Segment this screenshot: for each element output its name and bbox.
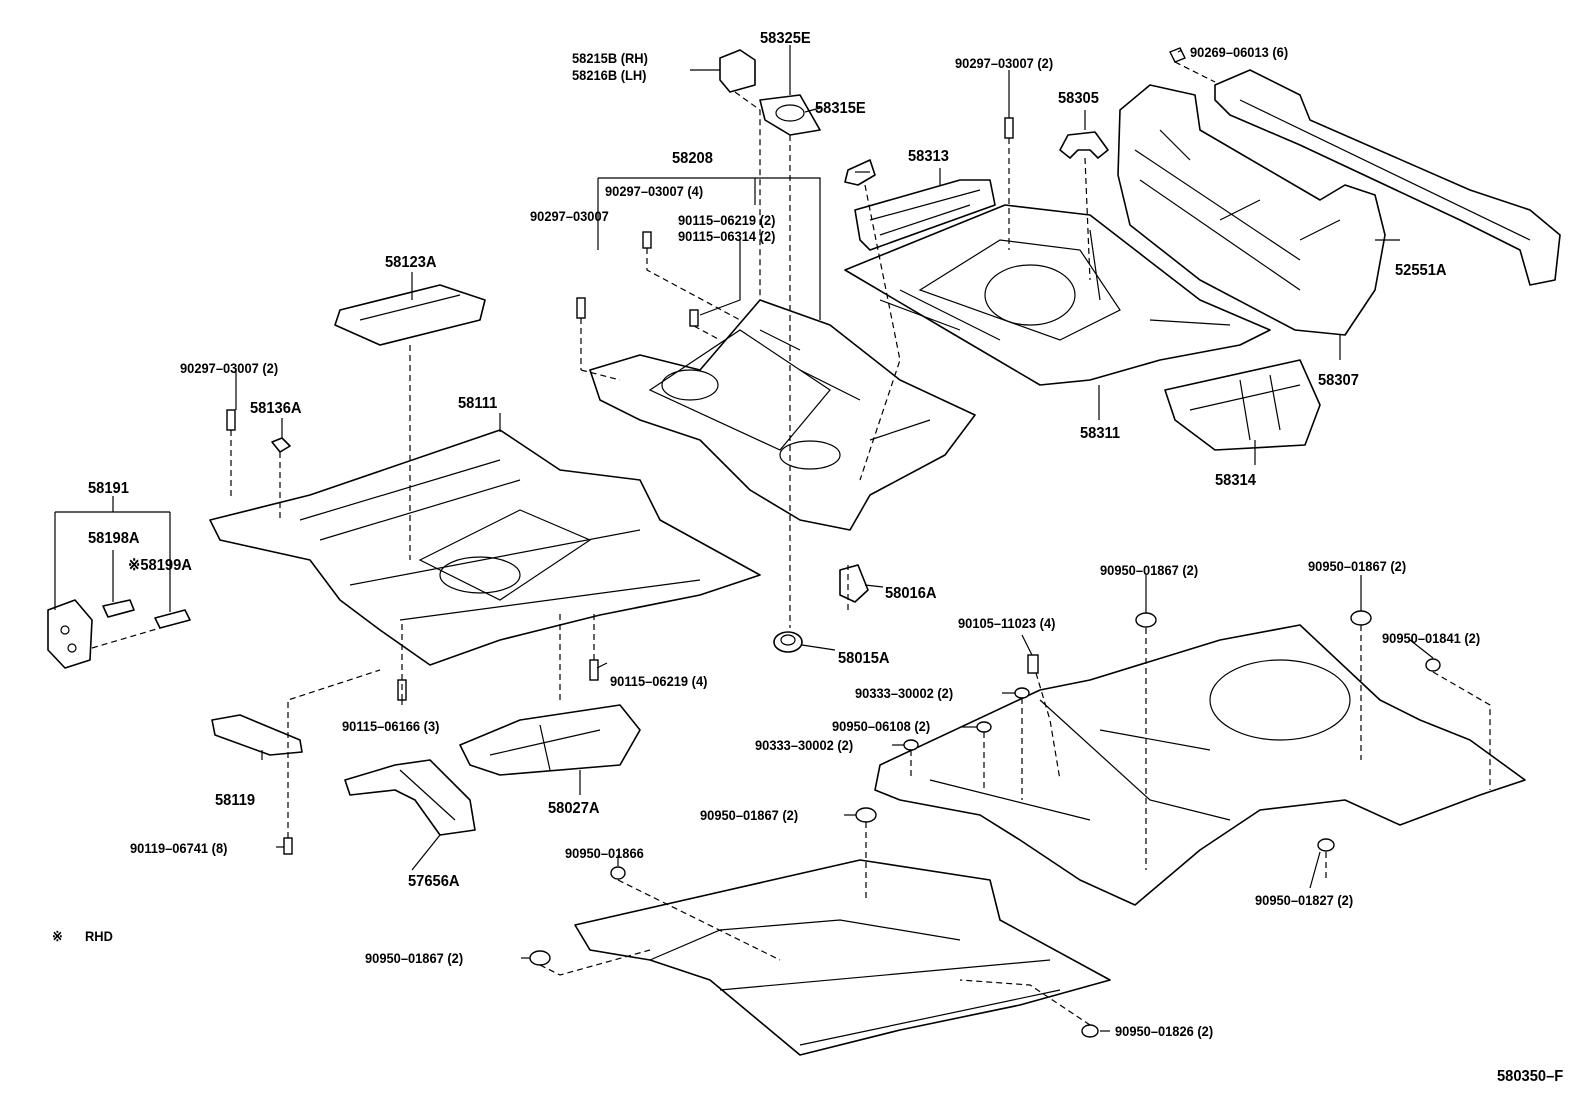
- label-90950-01867-c: 90950–01867 (2): [700, 807, 799, 823]
- label-58325E: 58325E: [760, 30, 811, 47]
- front-floor-58111: [209, 429, 761, 666]
- label-90115-06166-3: 90115–06166 (3): [342, 718, 440, 734]
- label-90950-01867-a: 90950–01867 (2): [1100, 562, 1199, 578]
- label-58111: 58111: [458, 395, 498, 412]
- clip-58136A: [271, 437, 291, 453]
- label-58136A: 58136A: [250, 400, 302, 417]
- legend-symbol: ※: [52, 928, 63, 944]
- bumper-reinforcement-52551A: [1214, 69, 1561, 286]
- label-58314: 58314: [1215, 472, 1256, 489]
- label-90115-06219-4: 90115–06219 (4): [610, 673, 708, 689]
- bracket-58123A: [334, 284, 486, 346]
- label-58015A: 58015A: [838, 650, 890, 667]
- label-90105-11023-4: 90105–11023 (4): [958, 615, 1056, 631]
- label-58123A: 58123A: [385, 254, 437, 271]
- assembly-lines: [91, 61, 1491, 1026]
- label-90950-01867-b: 90950–01867 (2): [1308, 558, 1407, 574]
- legend-text: RHD: [85, 928, 113, 944]
- bracket-58313: [854, 179, 996, 251]
- bracket-58305: [1059, 131, 1109, 159]
- pin-58198A: [102, 599, 135, 618]
- label-90297-03007-4: 90297–03007 (4): [605, 183, 704, 199]
- label-90950-01841-2: 90950–01841 (2): [1382, 630, 1481, 646]
- label-90297-03007-top: 90297–03007 (2): [955, 55, 1054, 71]
- label-58199A: ※58199A: [128, 557, 192, 574]
- label-90333-30002-a: 90333–30002 (2): [855, 685, 954, 701]
- center-floor-58208: [589, 299, 976, 531]
- label-90950-01827-2: 90950–01827 (2): [1255, 892, 1354, 908]
- label-58016A: 58016A: [885, 585, 937, 602]
- bracket-58191: [47, 599, 93, 669]
- plug-58016A: [839, 564, 869, 603]
- label-58027A: 58027A: [548, 800, 600, 817]
- rear-floor-silencer: [874, 624, 1526, 906]
- label-90297-03007: 90297–03007: [530, 208, 609, 224]
- label-90950-01866: 90950–01866: [565, 845, 644, 861]
- label-90119-06741-8: 90119–06741 (8): [130, 840, 228, 856]
- label-90950-01826-2: 90950–01826 (2): [1115, 1023, 1214, 1039]
- seal-58325E: [759, 94, 821, 136]
- label-57656A: 57656A: [408, 873, 460, 890]
- label-90269-06013: 90269–06013 (6): [1190, 44, 1289, 60]
- front-floor-silencer: [574, 859, 1111, 1056]
- label-58216B: 58216B (LH): [572, 67, 647, 83]
- label-58311: 58311: [1080, 425, 1121, 442]
- label-58208: 58208: [672, 150, 713, 167]
- label-90950-01867-d: 90950–01867 (2): [365, 950, 464, 966]
- diagram-code: 580350–F: [1497, 1068, 1564, 1085]
- bracket-58215B: [719, 49, 756, 93]
- label-90333-30002-b: 90333–30002 (2): [755, 737, 854, 753]
- bracket-58027A: [459, 704, 641, 776]
- label-58191: 58191: [88, 480, 129, 497]
- label-58119: 58119: [215, 792, 256, 809]
- rear-floor-pan-58311: [844, 204, 1271, 386]
- pin-58199A: [154, 609, 191, 629]
- label-58307: 58307: [1318, 372, 1359, 389]
- label-90115-06219-2: 90115–06219 (2): [678, 212, 776, 228]
- label-58198A: 58198A: [88, 530, 140, 547]
- label-90115-06314-2: 90115–06314 (2): [678, 228, 776, 244]
- rear-panel-58307: [1117, 84, 1386, 336]
- label-58305: 58305: [1058, 90, 1099, 107]
- label-58313: 58313: [908, 148, 949, 165]
- label-90950-06108-2: 90950–06108 (2): [832, 718, 931, 734]
- leader-lines: [54, 45, 1434, 1032]
- bracket-58314: [1164, 359, 1321, 451]
- label-58215B: 58215B (RH): [572, 50, 648, 66]
- plug-58015A: [773, 631, 803, 653]
- label-90297-03007-left: 90297–03007 (2): [180, 360, 279, 376]
- bracket-58119: [211, 714, 303, 756]
- bracket-57656A: [344, 759, 476, 836]
- label-52551A: 52551A: [1395, 262, 1447, 279]
- label-58315E: 58315E: [815, 100, 866, 117]
